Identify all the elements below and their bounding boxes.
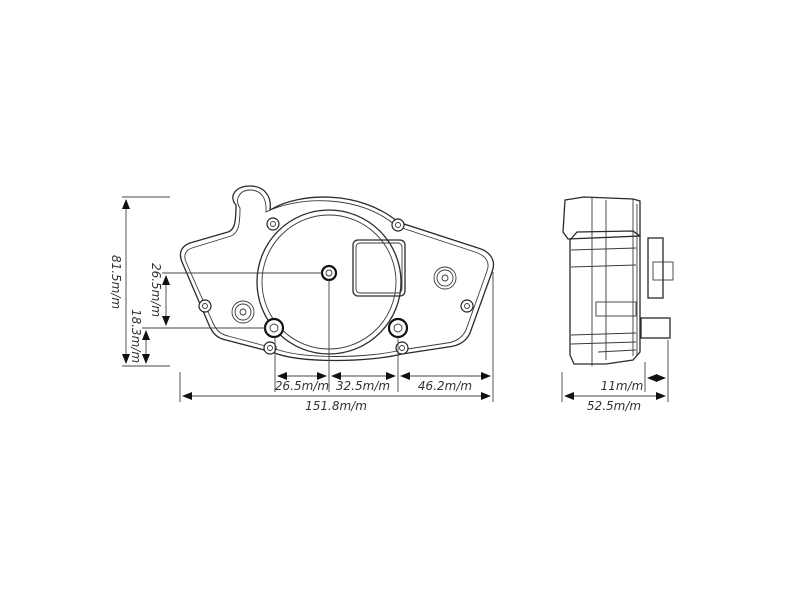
mount-stud-left (263, 317, 285, 339)
screw-boss (198, 299, 212, 313)
indicator-lamp-right (433, 266, 457, 290)
housing-outline (179, 185, 495, 362)
side-clip (595, 301, 637, 317)
indicator-lamp-left (231, 300, 255, 324)
lcd-window-inner (355, 242, 403, 294)
label-center-offset: 26.5m/m (149, 263, 163, 317)
label-mount-height: 18.3m/m (129, 309, 143, 363)
needle-pivot-core (325, 269, 333, 277)
mount-stud-right (387, 317, 409, 339)
screw-boss (391, 218, 405, 232)
connector-lower (640, 317, 671, 339)
side-view: 11m/m 52.5m/m (561, 196, 674, 413)
label-mount-to-edge: 46.2m/m (418, 379, 472, 393)
label-overall-height: 81.5m/m (109, 255, 123, 309)
side-bezel (562, 196, 641, 240)
label-left-to-center: 26.5m/m (275, 379, 329, 393)
connector-upper (647, 237, 664, 299)
front-view: 81.5m/m 26.5m/m 18.3m/m 26.5m/m 32.5m/m … (109, 185, 495, 413)
lcd-window (352, 239, 406, 297)
label-connector-depth: 11m/m (601, 379, 644, 393)
screw-boss (460, 299, 474, 313)
label-overall-depth: 52.5m/m (587, 399, 641, 413)
side-body (569, 230, 641, 365)
label-center-to-mount: 32.5m/m (336, 379, 390, 393)
screw-boss (395, 341, 409, 355)
housing-inner-outline (184, 189, 489, 357)
needle-pivot (320, 264, 338, 282)
screw-boss (263, 341, 277, 355)
label-overall-width: 151.8m/m (305, 399, 367, 413)
connector-upper-tab (652, 261, 674, 281)
screw-boss (266, 217, 280, 231)
extension-lines (122, 196, 494, 402)
